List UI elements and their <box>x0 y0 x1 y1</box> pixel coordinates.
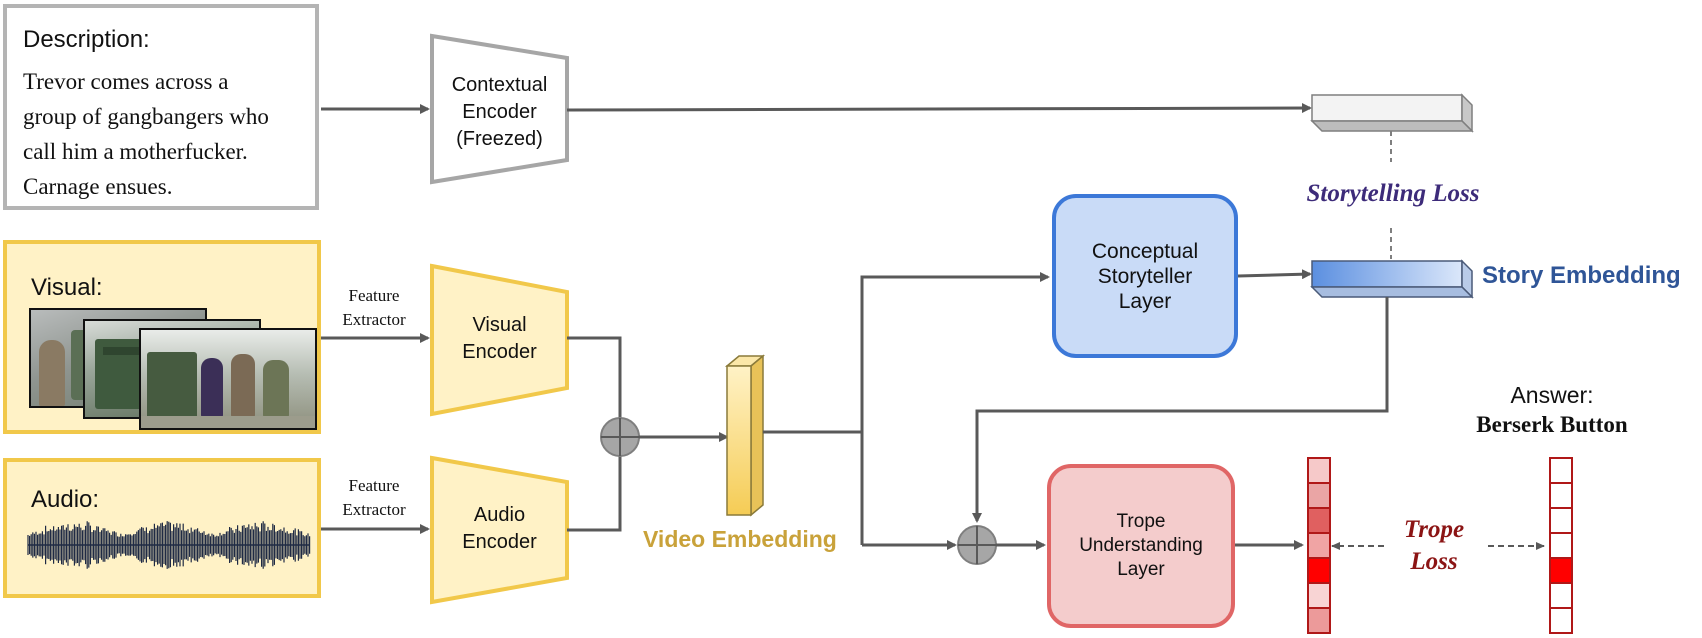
feature-extractor-line: Feature <box>348 286 400 305</box>
connector-visual-encoder-sum <box>567 336 622 420</box>
layer-label-line: Storyteller <box>1097 264 1193 288</box>
predicted-vector-cell <box>1307 507 1331 534</box>
visual-input-box: Visual: <box>3 240 321 434</box>
story-embedding-label: Story Embedding <box>1482 262 1681 289</box>
trope-loss-label: Trope Loss <box>1384 514 1484 578</box>
feature-extractor-line: Extractor <box>342 310 406 329</box>
description-title: Description: <box>23 26 150 53</box>
arrow-encoder-to-embedding <box>566 103 1312 114</box>
video-embedding-label: Video Embedding <box>643 526 837 552</box>
encoder-label-line: (Freezed) <box>456 128 543 150</box>
storytelling-loss-label: Storytelling Loss <box>1306 180 1480 207</box>
target-vector-cell <box>1549 457 1573 484</box>
target-vector-cell <box>1549 582 1573 609</box>
feature-extractor-visual-label: Feature Extractor <box>334 284 414 332</box>
video-embedding-bar <box>724 354 766 517</box>
layer-label-line: Conceptual <box>1091 239 1199 263</box>
encoder-label-line: Visual <box>472 314 527 336</box>
description-line: call him a motherfucker. <box>23 139 248 164</box>
answer-label: Answer: <box>1510 382 1594 408</box>
description-line: group of gangbangers who <box>23 104 269 129</box>
arrow-conceptual-to-story <box>1237 269 1312 280</box>
feature-extractor-audio-label: Feature Extractor <box>334 474 414 522</box>
feature-extractor-line: Extractor <box>342 500 406 519</box>
description-embedding-bar <box>1310 93 1474 133</box>
trope-loss-line: Trope <box>1403 516 1465 543</box>
conceptual-storyteller-layer: Conceptual Storyteller Layer <box>1052 194 1238 358</box>
visual-encoder-shape <box>430 263 569 417</box>
encoder-label-line: Contextual <box>451 74 548 96</box>
description-line: Trevor comes across a <box>23 69 229 94</box>
arrow-to-conceptual-layer <box>860 272 1050 545</box>
connector-audio-encoder-sum <box>567 456 622 532</box>
video-frame-3 <box>139 328 317 430</box>
encoder-label-line: Encoder <box>462 531 537 553</box>
audio-waveform <box>27 521 311 569</box>
description-text: Trevor comes across a group of gangbange… <box>23 64 313 204</box>
predicted-vector-cell <box>1307 557 1331 584</box>
encoder-label-line: Audio <box>473 504 526 526</box>
arrow-story-to-sum-node-2 <box>972 297 1389 523</box>
target-answer-vector <box>1549 457 1573 634</box>
sum-node-1 <box>600 417 640 457</box>
visual-label: Visual: <box>31 274 103 301</box>
audio-label: Audio: <box>31 486 100 513</box>
layer-label-line: Layer <box>1117 559 1165 580</box>
encoder-label-line: Encoder <box>462 341 537 363</box>
answer-value: Berserk Button <box>1476 412 1628 437</box>
predicted-vector-cell <box>1307 607 1331 634</box>
layer-label-line: Trope <box>1116 511 1166 532</box>
contextual-encoder-label: Contextual Encoder (Freezed) <box>432 72 567 153</box>
target-vector-cell <box>1549 607 1573 634</box>
trope-understanding-layer: Trope Understanding Layer <box>1047 464 1235 628</box>
layer-label-line: Layer <box>1118 289 1172 313</box>
predicted-vector-cell <box>1307 582 1331 609</box>
target-vector-cell <box>1549 507 1573 534</box>
description-line: Carnage ensues. <box>23 174 173 199</box>
description-box: Description: Trevor comes across a group… <box>3 4 319 210</box>
target-vector-cell <box>1549 557 1573 584</box>
contextual-encoder-shape <box>430 33 569 185</box>
target-vector-cell <box>1549 532 1573 559</box>
predicted-vector-cell <box>1307 532 1331 559</box>
feature-extractor-line: Feature <box>348 476 400 495</box>
audio-encoder-label: Audio Encoder <box>432 502 567 556</box>
audio-encoder-shape <box>430 455 569 605</box>
encoder-label-line: Encoder <box>462 101 537 123</box>
visual-encoder-label: Visual Encoder <box>432 312 567 366</box>
target-vector-cell <box>1549 482 1573 509</box>
sum-node-2 <box>957 525 997 565</box>
predicted-vector-cell <box>1307 482 1331 509</box>
story-embedding-bar <box>1310 259 1474 299</box>
predicted-trope-vector <box>1307 457 1331 634</box>
trope-loss-line: Loss <box>1410 548 1458 575</box>
predicted-vector-cell <box>1307 457 1331 484</box>
layer-label-line: Understanding <box>1079 535 1203 556</box>
